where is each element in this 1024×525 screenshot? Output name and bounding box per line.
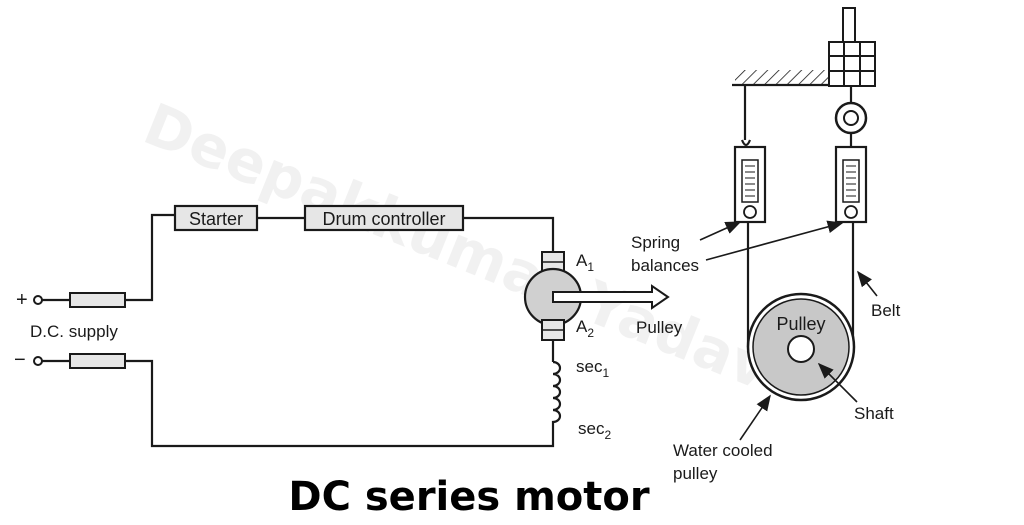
fuse-negative bbox=[69, 353, 126, 369]
ceiling-hatch bbox=[735, 70, 830, 84]
a1-label: A1 bbox=[576, 251, 594, 274]
wire-drum-motor bbox=[463, 216, 555, 252]
shaft-arrow bbox=[552, 284, 670, 310]
watermark: Deepakkumar Yadav bbox=[135, 90, 780, 403]
circuit: Starter Drum controller + D.C. supply − … bbox=[14, 204, 683, 448]
water-pulley-arrow bbox=[739, 394, 771, 441]
water-cooled-label-1: Water cooled bbox=[673, 441, 773, 460]
fuse-positive bbox=[69, 292, 126, 308]
plus-terminal bbox=[33, 295, 43, 305]
belt-label: Belt bbox=[871, 301, 901, 320]
series-field-winding bbox=[551, 360, 562, 424]
minus-terminal bbox=[33, 356, 43, 366]
shaft-hole bbox=[787, 335, 815, 363]
sec2-label: sec2 bbox=[578, 419, 611, 442]
wire-bottom-return bbox=[125, 359, 555, 448]
sec1-label: sec1 bbox=[576, 357, 609, 380]
weight-ring-inner bbox=[843, 110, 859, 126]
wire-top-left bbox=[125, 213, 175, 302]
water-cooled-label-2: pulley bbox=[673, 464, 718, 483]
shaft-label: Shaft bbox=[854, 404, 894, 423]
left-hook bbox=[740, 85, 752, 147]
dc-supply-label: D.C. supply bbox=[30, 322, 118, 341]
spring-balances-label-1: Spring bbox=[631, 233, 680, 252]
spring-balance-left bbox=[733, 145, 767, 224]
plus-sign: + bbox=[16, 289, 28, 311]
starter-box bbox=[173, 204, 259, 232]
a2-label: A2 bbox=[576, 317, 594, 340]
spring-arrow-left bbox=[699, 221, 742, 241]
spring-balance-right bbox=[834, 145, 868, 224]
brake-test-rig: Pulley Spring balances Belt Shaft Water … bbox=[631, 7, 901, 483]
minus-sign: − bbox=[14, 349, 26, 371]
shaft-arrow-pointer bbox=[817, 362, 858, 403]
diagram-title: DC series motor bbox=[288, 474, 649, 520]
pulley-center-label: Pulley bbox=[776, 314, 825, 334]
starter-label: Starter bbox=[189, 209, 243, 229]
belt-arrow bbox=[857, 270, 878, 297]
spring-arrow-right bbox=[705, 220, 844, 261]
weight-rod bbox=[842, 7, 856, 43]
pulley-arrow-label: Pulley bbox=[636, 318, 683, 337]
drum-controller-label: Drum controller bbox=[322, 209, 445, 229]
spring-balances-label-2: balances bbox=[631, 256, 699, 275]
weights-stack bbox=[828, 41, 876, 87]
